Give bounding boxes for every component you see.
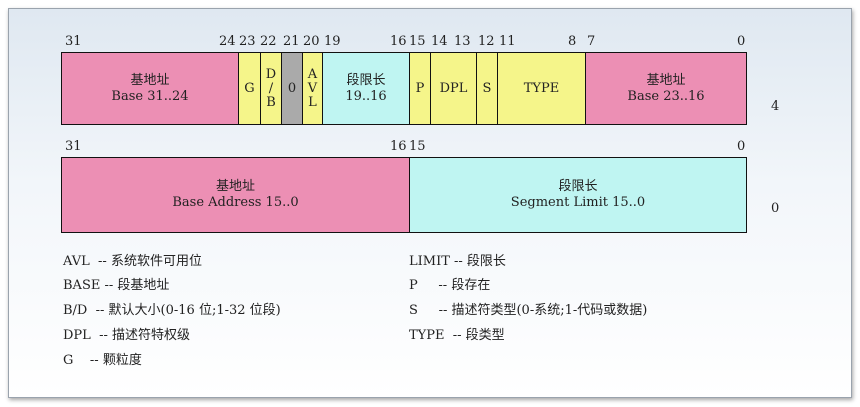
field-limit-19-16-subtitle: 19..16 <box>345 88 387 104</box>
bit-label-8: 8 <box>568 34 577 49</box>
bit-label-22: 22 <box>260 34 277 49</box>
segment-descriptor-diagram: 31 24 23 22 21 20 19 16 15 14 13 12 11 8… <box>8 8 852 398</box>
bit-label-15: 15 <box>409 34 426 49</box>
bit-label-11: 11 <box>499 34 516 49</box>
legend-item-bd: B/D -- 默认大小(0-16 位;1-32 位段) <box>63 303 281 318</box>
field-base-31-24: 基地址 Base 31..24 <box>61 52 239 125</box>
bit-label-7: 7 <box>587 34 596 49</box>
bit-label-31-low: 31 <box>65 139 82 154</box>
field-base-23-16-subtitle: Base 23..16 <box>627 88 705 104</box>
bit-label-0-low: 0 <box>737 139 746 154</box>
bit-label-21: 21 <box>283 34 300 49</box>
field-base-31-24-title: 基地址 <box>130 72 170 88</box>
field-db-letter-d: D <box>265 66 277 82</box>
bit-label-23: 23 <box>239 34 256 49</box>
field-type-label: TYPE <box>523 80 560 96</box>
bit-label-12: 12 <box>478 34 495 49</box>
bit-label-19: 19 <box>324 34 341 49</box>
field-reserved-zero-label: 0 <box>287 80 297 96</box>
field-base-15-0: 基地址 Base Address 15..0 <box>61 157 410 233</box>
bit-label-31: 31 <box>65 34 82 49</box>
bit-label-14: 14 <box>431 34 448 49</box>
field-limit-15-0-title: 段限长 <box>558 179 598 194</box>
legend-item-limit: LIMIT -- 段限长 <box>409 254 506 269</box>
legend-item-g: G -- 颗粒度 <box>63 353 142 368</box>
field-g: G <box>238 52 261 125</box>
byte-offset-0: 0 <box>771 201 780 216</box>
field-limit-15-0-subtitle: Segment Limit 15..0 <box>510 195 646 210</box>
field-reserved-zero: 0 <box>281 52 303 125</box>
field-base-15-0-subtitle: Base Address 15..0 <box>172 195 299 210</box>
field-limit-19-16-title: 段限长 <box>346 72 386 88</box>
field-base-15-0-title: 基地址 <box>215 179 255 194</box>
bit-label-20: 20 <box>303 34 320 49</box>
byte-offset-4: 4 <box>771 99 780 114</box>
legend-item-base: BASE -- 段基地址 <box>63 278 170 293</box>
field-s-label: S <box>482 80 492 96</box>
field-db-letter-b: B <box>266 94 276 110</box>
legend-item-s: S -- 描述符类型(0-系统;1-代码或数据) <box>409 303 648 318</box>
field-avl: A V L <box>302 52 323 125</box>
field-avl-letter-a: A <box>307 66 318 82</box>
legend-item-avl: AVL -- 系统软件可用位 <box>63 254 202 269</box>
field-s: S <box>476 52 498 125</box>
field-db: D / B <box>260 52 282 125</box>
field-avl-letter-v: V <box>307 80 318 96</box>
field-p: P <box>409 52 431 125</box>
bit-label-24: 24 <box>219 34 236 49</box>
field-limit-19-16: 段限长 19..16 <box>322 52 410 125</box>
bit-label-16-low: 16 <box>390 139 407 154</box>
field-base-31-24-subtitle: Base 31..24 <box>111 88 189 104</box>
field-type: TYPE <box>497 52 586 125</box>
bit-label-15-low: 15 <box>409 139 426 154</box>
field-p-label: P <box>415 80 425 96</box>
bit-label-16: 16 <box>390 34 407 49</box>
field-db-slash: / <box>268 80 274 96</box>
bit-label-13: 13 <box>454 34 471 49</box>
field-limit-15-0: 段限长 Segment Limit 15..0 <box>409 157 747 233</box>
field-base-23-16: 基地址 Base 23..16 <box>585 52 747 125</box>
field-dpl-label: DPL <box>439 80 468 96</box>
legend-item-p: P -- 段存在 <box>409 278 491 293</box>
field-base-23-16-title: 基地址 <box>646 72 686 88</box>
legend-item-type: TYPE -- 段类型 <box>409 328 505 343</box>
legend-item-dpl: DPL -- 描述符特权级 <box>63 328 190 343</box>
field-g-label: G <box>244 80 255 96</box>
field-dpl: DPL <box>430 52 477 125</box>
field-avl-letter-l: L <box>308 94 317 110</box>
bit-label-0: 0 <box>737 34 746 49</box>
